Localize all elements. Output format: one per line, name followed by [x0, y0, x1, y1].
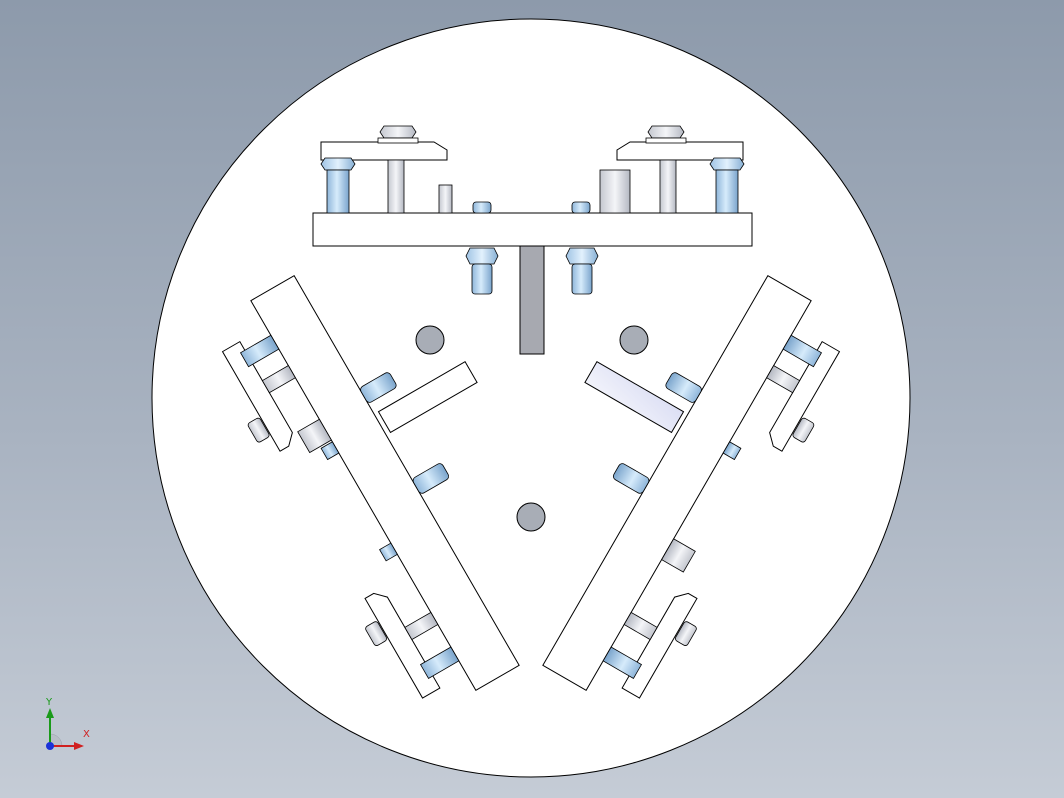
left-lower-outer-plate — [364, 592, 441, 699]
top-left-bolt — [326, 169, 350, 214]
right-pin-upper — [722, 441, 742, 461]
right-slot-plate — [584, 361, 685, 434]
left-upper-post — [261, 365, 296, 394]
top-right-washer — [645, 137, 687, 144]
top-right-nut — [709, 157, 745, 171]
left-upper-washer — [247, 417, 270, 443]
right-lower-washer — [675, 621, 697, 646]
triad-graphic — [46, 708, 84, 750]
top-lower-bolt-right — [571, 263, 593, 295]
coordinate-triad[interactable]: X Y — [36, 696, 106, 760]
left-lower-washer — [365, 621, 387, 646]
top-small-pin-left — [438, 184, 453, 214]
top-left-washer — [377, 137, 419, 144]
top-clamp-assembly[interactable] — [312, 125, 753, 355]
right-lower-post — [623, 611, 658, 641]
left-pin-upper — [320, 441, 340, 461]
left-spacer — [297, 418, 332, 454]
left-base-bar — [250, 274, 520, 692]
top-right-cap-nut — [647, 125, 685, 139]
left-inner-bolt-lower — [412, 463, 450, 494]
hole-bottom — [516, 502, 546, 532]
left-clamp-assembly[interactable] — [195, 223, 611, 723]
z-axis-dot-icon — [46, 742, 54, 750]
top-lower-nut-right — [565, 247, 599, 265]
left-pin-lower — [379, 542, 398, 562]
top-left-cap-nut — [379, 125, 417, 139]
right-upper-bolt — [782, 334, 823, 368]
left-slot-plate — [377, 361, 478, 434]
center-stem — [519, 245, 545, 355]
right-lower-outer-plate — [621, 592, 698, 699]
left-inner-bolt-upper — [360, 372, 397, 403]
left-lower-bolt — [419, 646, 460, 679]
right-clamp-assembly[interactable] — [452, 223, 868, 723]
right-base-bar — [542, 274, 812, 692]
right-spacer — [661, 538, 696, 573]
right-inner-bolt-lower — [612, 463, 650, 494]
top-right-clamp-arm — [616, 141, 744, 161]
left-upper-outer-plate — [221, 340, 293, 452]
x-axis-label: X — [83, 729, 90, 740]
right-upper-washer — [792, 417, 815, 443]
top-right-post — [659, 159, 677, 214]
top-left-post — [387, 159, 405, 214]
right-lower-bolt — [602, 646, 643, 679]
right-upper-outer-plate — [769, 340, 841, 452]
top-left-nut — [320, 157, 356, 171]
hole-left — [415, 325, 445, 355]
y-axis-label: Y — [46, 697, 53, 708]
hole-right — [619, 325, 649, 355]
top-right-bolt — [715, 169, 739, 214]
top-spacer-right — [599, 169, 631, 214]
top-base-bar — [312, 212, 753, 247]
top-locator-right — [571, 201, 591, 214]
top-lower-bolt-left — [471, 263, 493, 295]
right-inner-bolt-upper — [665, 372, 702, 403]
left-lower-post — [404, 611, 439, 641]
x-axis-arrow-icon — [74, 742, 84, 750]
top-locator-left — [472, 201, 492, 214]
right-upper-post — [766, 365, 801, 394]
y-axis-arrow-icon — [46, 708, 54, 718]
left-upper-bolt — [239, 334, 280, 368]
top-left-clamp-arm — [320, 141, 448, 161]
top-lower-nut-left — [465, 247, 499, 265]
